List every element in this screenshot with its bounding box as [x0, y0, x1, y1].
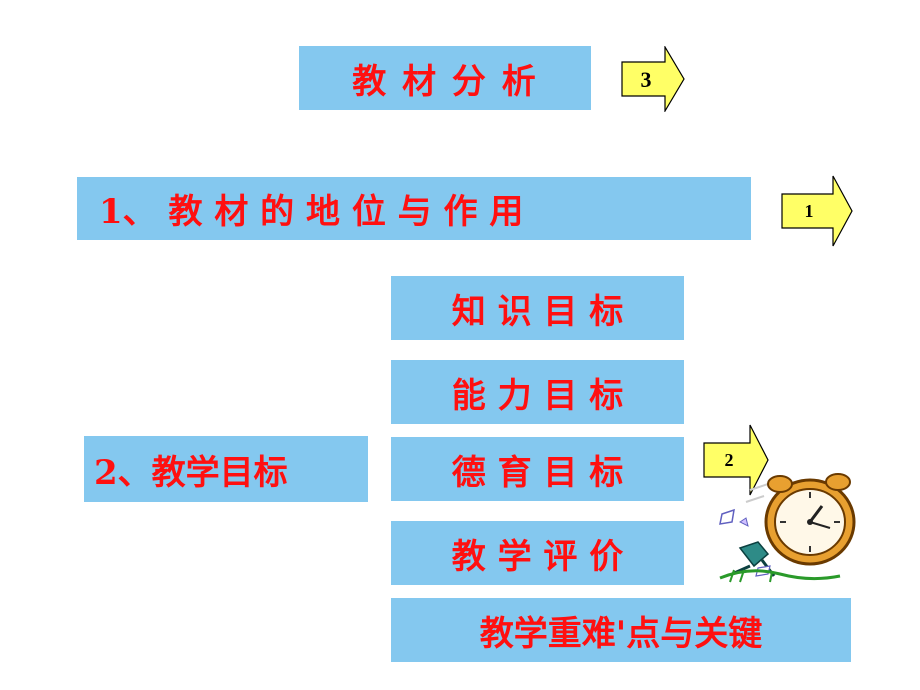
goal-label: 知 识 目 标 [451, 291, 624, 332]
arrow-right-icon [621, 46, 685, 112]
arrow-right-icon [781, 175, 853, 247]
section1-box[interactable]: 1、 教 材 的 地 位 与 作 用 [77, 177, 751, 240]
goal-label: 教 学 评 价 [451, 536, 624, 577]
nav-arrow-1[interactable]: 1 [781, 175, 853, 247]
goal-label: 能 力 目 标 [451, 375, 624, 416]
title-label: 教 材 分 析 [352, 61, 538, 102]
section2-label: 2、教学目标 [94, 452, 288, 493]
section2-box[interactable]: 2、教学目标 [84, 436, 368, 502]
arrow-right-icon [703, 424, 769, 496]
arrow-number: 3 [640, 67, 652, 92]
running-clock-icon [710, 470, 860, 590]
nav-arrow-3[interactable]: 3 [621, 46, 685, 112]
goal-label: 德 育 目 标 [451, 452, 624, 493]
section1-label: 1、 教 材 的 地 位 与 作 用 [99, 192, 524, 232]
goal-box-knowledge[interactable]: 知 识 目 标 [391, 276, 684, 340]
arrow-number: 1 [804, 201, 814, 221]
key-points-label: 教学重难'点与关键 [479, 613, 763, 654]
goal-box-evaluation[interactable]: 教 学 评 价 [391, 521, 684, 585]
title-box[interactable]: 教 材 分 析 [299, 46, 591, 110]
key-points-box[interactable]: 教学重难'点与关键 [391, 598, 851, 662]
goal-box-ability[interactable]: 能 力 目 标 [391, 360, 684, 424]
arrow-number: 2 [724, 450, 734, 470]
nav-arrow-2[interactable]: 2 [703, 424, 769, 496]
goal-box-moral[interactable]: 德 育 目 标 [391, 437, 684, 501]
